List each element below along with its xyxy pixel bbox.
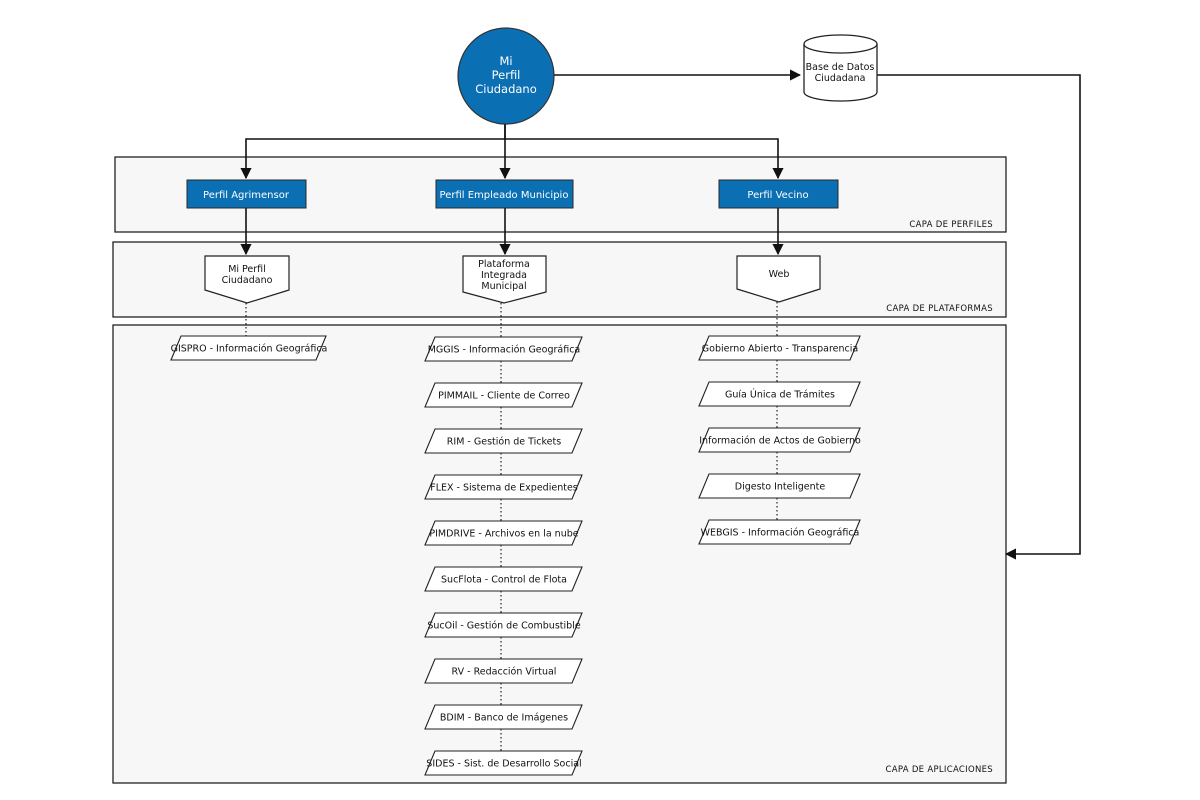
app-node-label: BDIM - Banco de Imágenes [440, 713, 568, 724]
app-node-label: RIM - Gestión de Tickets [447, 437, 561, 448]
platform-3-shape [736, 255, 821, 303]
app-node-label: RV - Redacción Virtual [452, 667, 557, 678]
app-node-shape [424, 750, 583, 776]
profile-agrimensor-box [186, 179, 307, 209]
platforms-layer-label: CAPA DE PLATAFORMAS [886, 304, 993, 314]
app-node-label: Guía Única de Trámites [725, 389, 835, 401]
profiles-layer-label: CAPA DE PERFILES [909, 220, 993, 230]
platform-3-line-1: Web [769, 269, 790, 280]
root-node: Mi Perfil Ciudadano [457, 27, 555, 125]
profile-empleado-municipio: Perfil Empleado Municipio [435, 179, 574, 209]
profile-vecino-label: Perfil Vecino [747, 190, 808, 201]
app-node-shape [698, 381, 861, 407]
platform-2-line-3: Municipal [481, 281, 526, 292]
app-node-shape [698, 519, 861, 545]
root-line-3: Ciudadano [475, 82, 537, 96]
root-circle [457, 27, 555, 125]
app-node-shape [424, 612, 583, 638]
edge-root-to-vecino [505, 138, 784, 180]
platform-integrada-municipal: Plataforma Integrada Municipal [462, 255, 547, 304]
database-node: Base de Datos Ciudadana [803, 34, 878, 102]
app-node-label: SucFlota - Control de Flota [441, 575, 567, 586]
app-node-label: PIMMAIL - Cliente de Correo [438, 391, 570, 402]
root-line-1: Mi [499, 54, 512, 68]
app-node-shape [424, 704, 583, 730]
profile-vecino: Perfil Vecino [718, 179, 839, 209]
app-node-shape [424, 382, 583, 408]
app-node-label: MGGIS - Información Geográfica [428, 345, 581, 356]
platform-1-line-1: Mi Perfil [228, 264, 266, 275]
app-node-label: Digesto Inteligente [735, 482, 826, 493]
app-node-shape [424, 336, 583, 362]
app-node-label: PIMDRIVE - Archivos en la nube [429, 529, 578, 540]
profile-vecino-box [718, 179, 839, 209]
app-node-label: WEBGIS - Información Geográfica [701, 528, 860, 539]
app-node-shape [424, 658, 583, 684]
app-node-label: Gobierno Abierto - Transparencia [702, 344, 858, 355]
profile-empleado-label: Perfil Empleado Municipio [440, 190, 569, 201]
profile-empleado-box [435, 179, 574, 209]
database-cylinder-top [803, 34, 878, 54]
platform-2-line-1: Plataforma [478, 259, 530, 270]
database-line-2: Ciudadana [815, 73, 866, 84]
app-node-shape [698, 335, 861, 361]
platform-1-shape [204, 255, 290, 304]
app-node-label: FLEX - Sistema de Expedientes [430, 483, 578, 494]
app-node-shape [170, 335, 327, 361]
app-node-shape [424, 428, 583, 454]
profile-agrimensor: Perfil Agrimensor [186, 179, 307, 209]
app-node-label: GISPRO - Información Geográfica [171, 344, 328, 355]
applications-layer-label: CAPA DE APLICACIONES [885, 765, 993, 775]
app-node-label: SucOil - Gestión de Combustible [427, 621, 581, 632]
profile-agrimensor-label: Perfil Agrimensor [203, 190, 290, 201]
database-line-1: Base de Datos [806, 62, 875, 73]
app-node-label: SIDES - Sist. de Desarrollo Social [426, 759, 581, 770]
database-cylinder-body [803, 44, 878, 102]
platform-1-line-2: Ciudadano [222, 275, 273, 286]
platform-mi-perfil-ciudadano: Mi Perfil Ciudadano [204, 255, 290, 304]
root-line-2: Perfil [492, 68, 521, 82]
app-node-shape [424, 566, 583, 592]
app-node-shape [424, 474, 583, 500]
app-node-shape [698, 473, 861, 499]
app-node-shape [424, 520, 583, 546]
app-node-shape [698, 427, 861, 453]
platform-2-shape [462, 255, 547, 304]
app-node-label: Información de Actos de Gobierno [699, 436, 861, 447]
applications-column-agrimensor: GISPRO - Información Geográfica [170, 303, 328, 361]
platform-2-line-2: Integrada [481, 270, 527, 281]
platform-web: Web [736, 255, 821, 303]
edge-database-to-applications [877, 74, 1081, 560]
